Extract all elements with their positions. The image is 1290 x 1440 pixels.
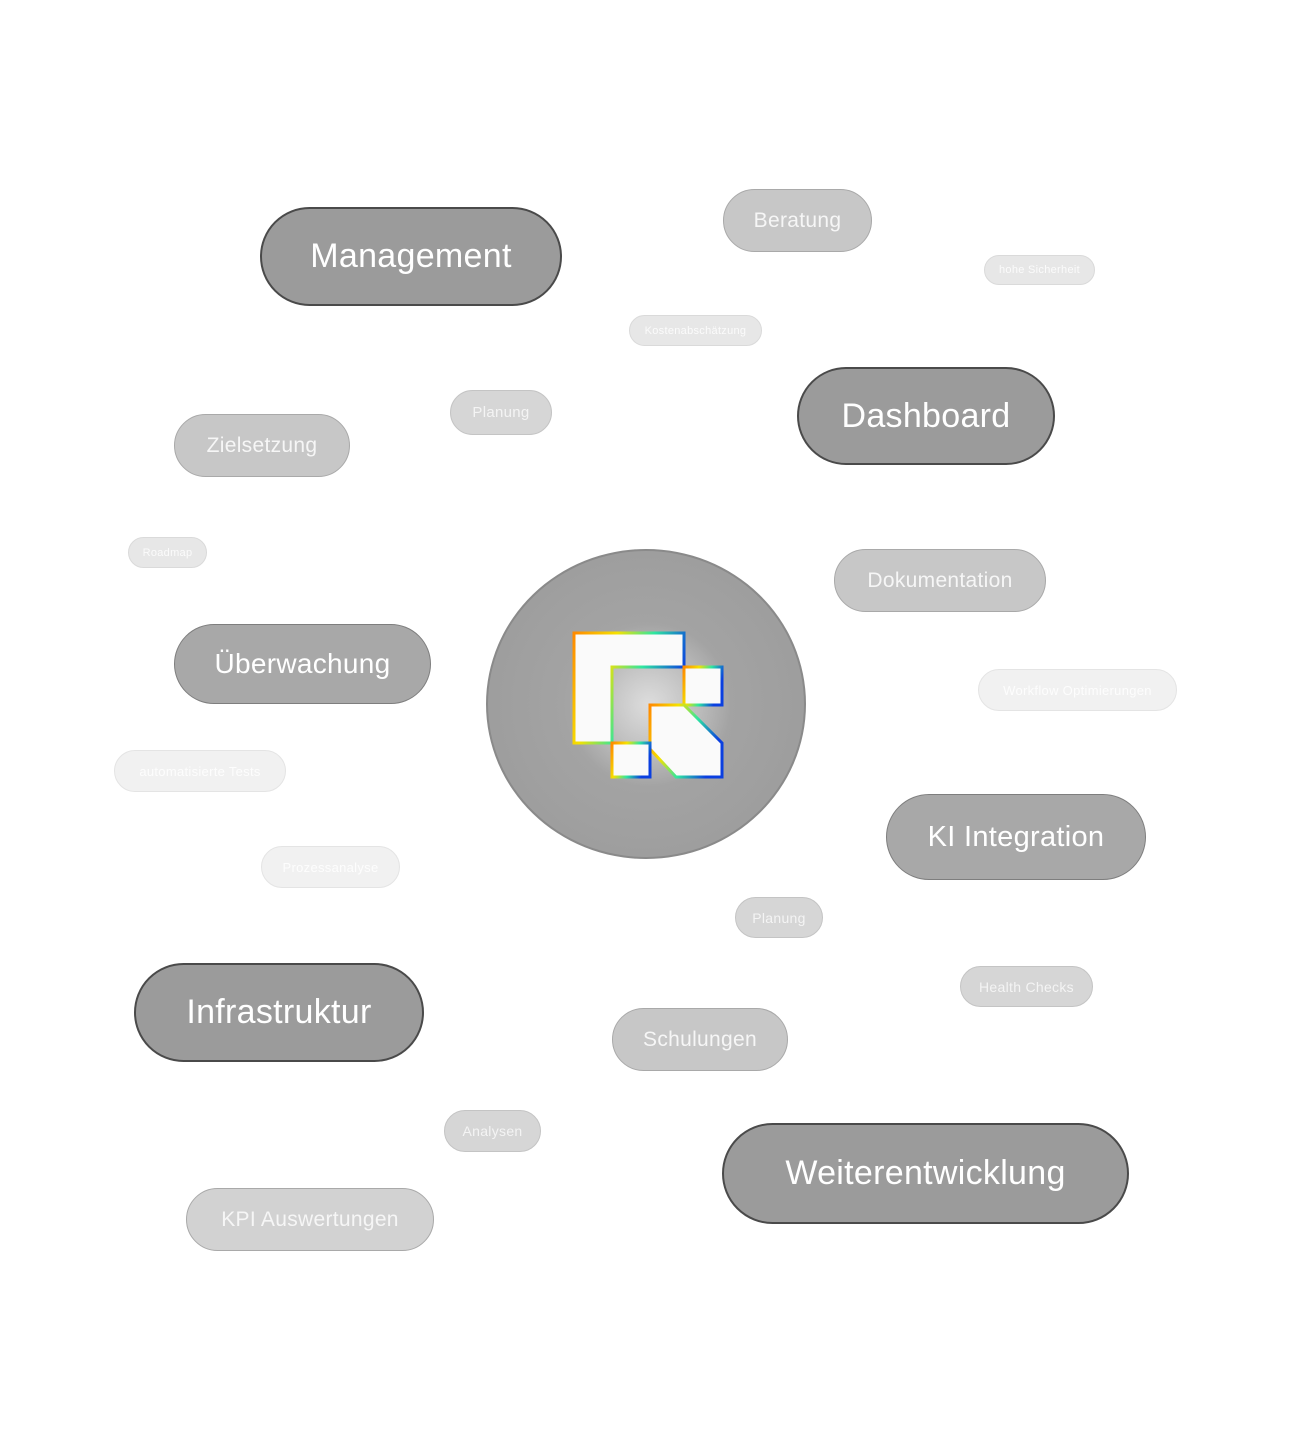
tag-label: KI Integration — [927, 820, 1105, 853]
tag-label: Beratung — [753, 208, 842, 232]
tag-zielsetzung: Zielsetzung — [174, 414, 350, 477]
tag-analysen: Analysen — [444, 1110, 541, 1152]
tag-kostenabschaetzung: Kostenabschätzung — [629, 315, 762, 346]
tag-workflow-optimierungen: Workflow Optimierungen — [978, 669, 1177, 711]
tag-beratung: Beratung — [723, 189, 872, 252]
tag-schulungen: Schulungen — [612, 1008, 788, 1071]
tag-label: KPI Auswertungen — [221, 1207, 399, 1231]
tag-label: Planung — [472, 404, 530, 421]
interlocking-squares-logo-icon — [572, 631, 724, 779]
tag-dokumentation: Dokumentation — [834, 549, 1046, 612]
tag-management: Management — [260, 207, 562, 306]
tag-label: Infrastruktur — [186, 993, 372, 1031]
tag-label: Kostenabschätzung — [644, 324, 747, 337]
tag-label: Dokumentation — [867, 568, 1013, 592]
tag-infrastruktur: Infrastruktur — [134, 963, 424, 1062]
tag-label: Planung — [752, 909, 806, 926]
tag-label: Roadmap — [142, 546, 193, 559]
tag-label: automatisierte Tests — [139, 763, 261, 779]
tag-planung-bottom: Planung — [735, 897, 823, 938]
tag-automatisierte-tests: automatisierte Tests — [114, 750, 286, 792]
tag-dashboard: Dashboard — [797, 367, 1055, 465]
tag-weiterentwicklung: Weiterentwicklung — [722, 1123, 1129, 1224]
tag-prozessanalyse: Prozessanalyse — [261, 846, 400, 888]
tag-ki-integration: KI Integration — [886, 794, 1146, 880]
tag-ueberwachung: Überwachung — [174, 624, 431, 704]
tag-label: Workflow Optimierungen — [1003, 682, 1152, 698]
tag-label: Management — [310, 237, 512, 275]
tag-label: Zielsetzung — [206, 433, 318, 457]
tag-label: Analysen — [462, 1123, 523, 1139]
tag-label: Dashboard — [841, 396, 1011, 435]
tag-label: hohe Sicherheit — [999, 264, 1080, 276]
tag-label: Schulungen — [643, 1027, 757, 1051]
tag-label: Überwachung — [214, 648, 391, 679]
tag-label: Prozessanalyse — [282, 859, 379, 875]
tag-health-checks: Health Checks — [960, 966, 1093, 1007]
tag-label: Health Checks — [979, 978, 1074, 995]
tag-label: Weiterentwicklung — [785, 1154, 1066, 1192]
tag-roadmap: Roadmap — [128, 537, 207, 568]
tag-planung-top: Planung — [450, 390, 552, 435]
tag-kpi-auswertungen: KPI Auswertungen — [186, 1188, 434, 1251]
tag-hohe-sicherheit: hohe Sicherheit — [984, 255, 1095, 285]
